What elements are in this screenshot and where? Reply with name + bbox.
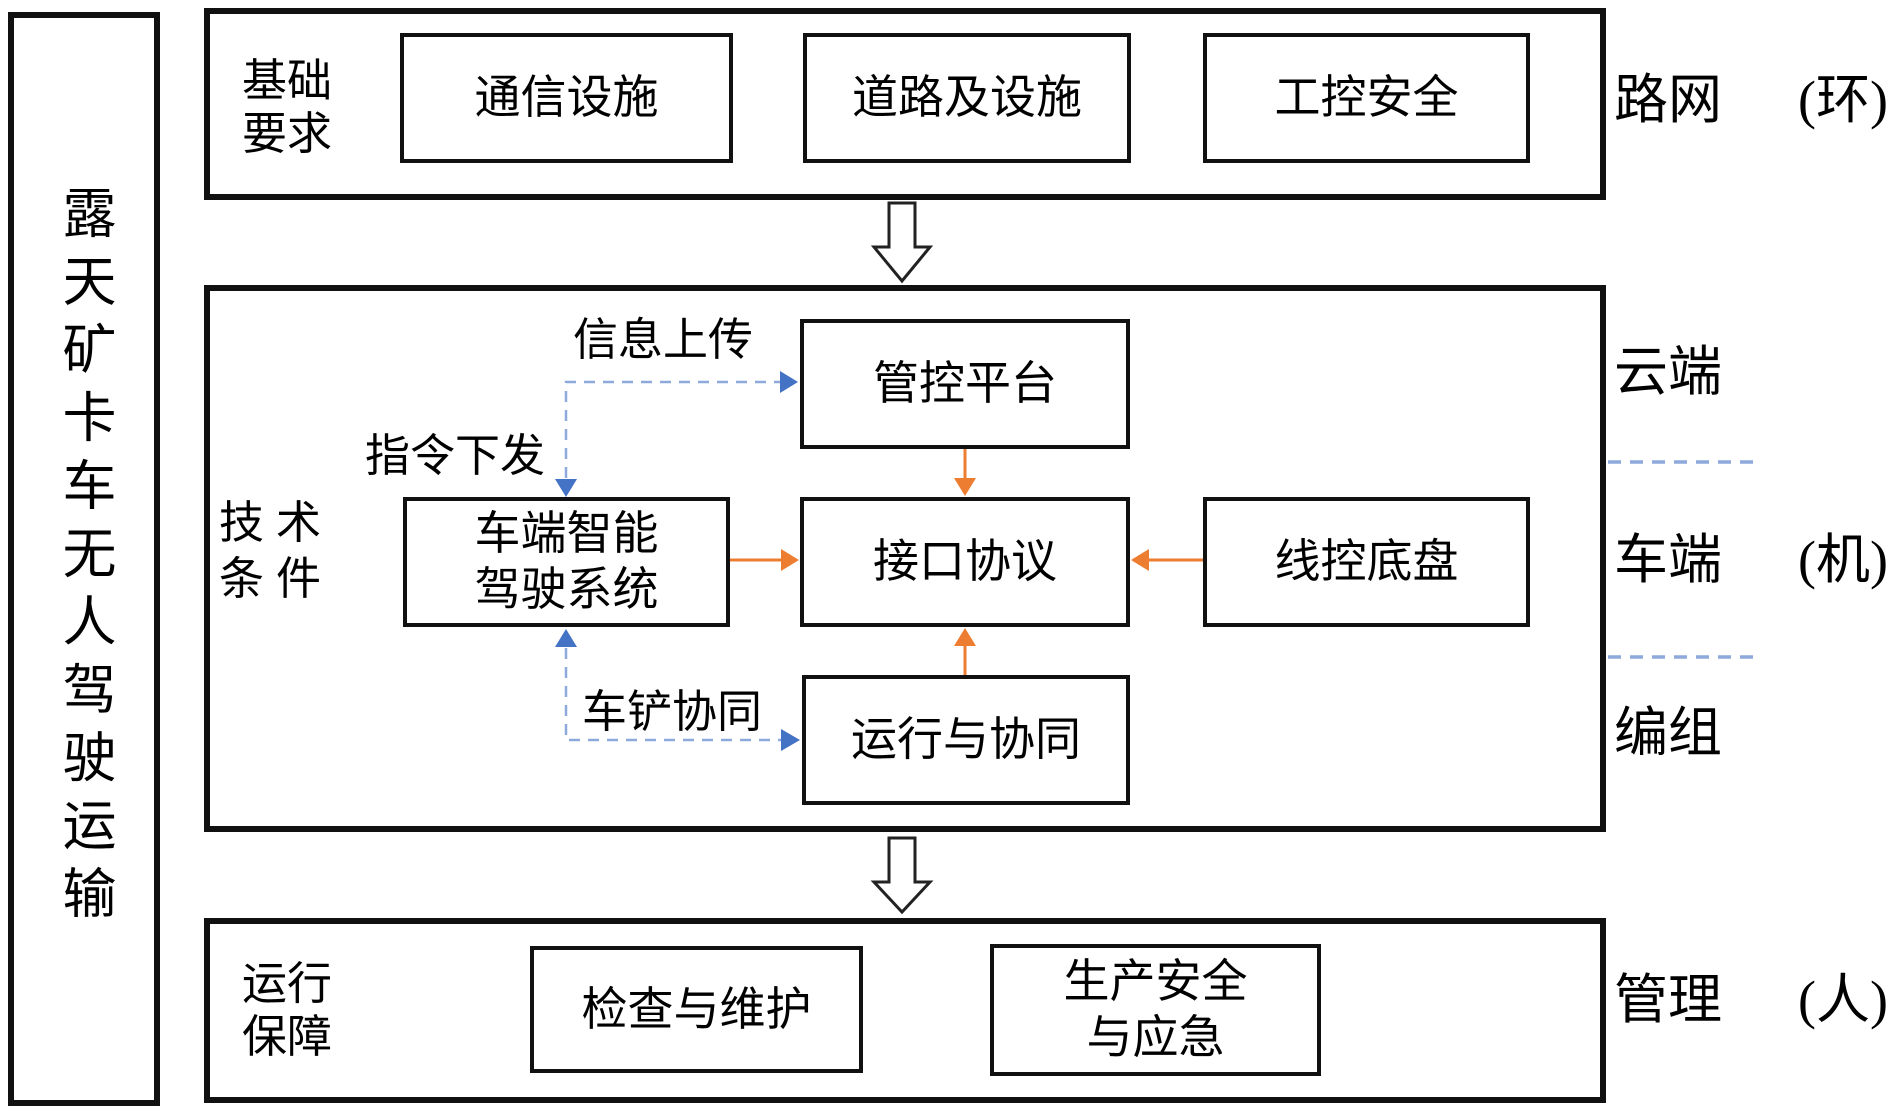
section-tech-label-line1: 技术 <box>218 498 333 548</box>
section-tech-label-line2: 条件 <box>218 554 333 604</box>
box-production-safety-and-emergency: 生产安全 与应急 <box>990 944 1321 1076</box>
box-safety-line2: 与应急 <box>1086 1012 1225 1063</box>
box-communication-facilities-label: 通信设施 <box>474 72 659 123</box>
box-vehicle-driving-line1: 车端智能 <box>474 508 659 559</box>
box-inspection-and-maintenance-label: 检查与维护 <box>581 983 812 1035</box>
box-vehicle-intelligent-driving-system: 车端智能 驾驶系统 <box>403 497 730 627</box>
section-tech-label: 技术 条件 <box>215 495 337 607</box>
box-drive-by-wire-chassis-label: 线控底盘 <box>1274 536 1459 587</box>
box-interface-protocol: 接口协议 <box>800 497 1130 627</box>
side-label-cloud: 云端 <box>1614 340 1888 404</box>
left-title-bar: 露天矿卡车无人驾驶运输 <box>8 12 160 1106</box>
block-down-arrow-bottom-icon <box>870 836 934 915</box>
box-vehicle-driving-line2: 驾驶系统 <box>474 564 659 615</box>
side-label-road-network-text: 路网 <box>1614 70 1722 130</box>
side-label-road-network: 路网 (环) <box>1614 68 1888 132</box>
box-interface-protocol-label: 接口协议 <box>873 536 1057 587</box>
section-operation-support: 运行 保障 检查与维护 生产安全 与应急 <box>204 918 1606 1103</box>
section-ops-label-line1: 运行 <box>241 959 332 1009</box>
flow-label-command-down: 指令下发 <box>364 431 545 481</box>
side-label-management-paren: (人) <box>1798 970 1888 1030</box>
side-label-road-network-paren: (环) <box>1798 70 1888 130</box>
box-roads-and-facilities: 道路及设施 <box>803 33 1131 163</box>
side-label-vehicle-end: 车端 (机) <box>1614 528 1888 592</box>
box-control-platform: 管控平台 <box>800 319 1130 449</box>
flow-label-truck-shovel: 车铲协同 <box>581 687 762 737</box>
diagram-title: 露天矿卡车无人驾驶运输 <box>54 185 114 933</box>
box-industrial-control-security: 工控安全 <box>1203 33 1530 163</box>
section-basic-requirements: 基础 要求 通信设施 道路及设施 工控安全 <box>204 8 1606 200</box>
side-label-management-text: 管理 <box>1614 970 1722 1030</box>
section-basic-label-line1: 基础 <box>241 56 332 106</box>
box-operation-and-coordination: 运行与协同 <box>802 675 1130 805</box>
box-communication-facilities: 通信设施 <box>400 33 733 163</box>
side-label-vehicle-paren: (机) <box>1798 530 1888 590</box>
box-inspection-and-maintenance: 检查与维护 <box>530 946 863 1073</box>
box-safety-line1: 生产安全 <box>1063 956 1248 1007</box>
side-label-vehicle-text: 车端 <box>1614 530 1722 590</box>
box-operation-and-coordination-label: 运行与协同 <box>851 714 1081 765</box>
box-drive-by-wire-chassis: 线控底盘 <box>1203 497 1530 627</box>
section-basic-label: 基础 要求 <box>232 55 342 161</box>
side-label-formation-text: 编组 <box>1614 703 1722 763</box>
side-label-formation: 编组 <box>1614 701 1888 765</box>
block-down-arrow-top-icon <box>870 201 934 284</box>
box-roads-and-facilities-label: 道路及设施 <box>852 72 1082 123</box>
flow-label-info-upload: 信息上传 <box>572 315 753 365</box>
side-label-cloud-text: 云端 <box>1614 342 1722 402</box>
side-label-management: 管理 (人) <box>1614 968 1888 1032</box>
box-industrial-control-security-label: 工控安全 <box>1274 72 1459 123</box>
section-technical-conditions: 技术 条件 信息上传 指令下发 车铲协同 管控平台 车端智能 驾驶系统 接口协议… <box>204 285 1606 832</box>
box-control-platform-label: 管控平台 <box>873 358 1057 409</box>
section-ops-label: 运行 保障 <box>232 958 342 1064</box>
section-basic-label-line2: 要求 <box>241 109 332 159</box>
section-ops-label-line2: 保障 <box>241 1012 332 1062</box>
